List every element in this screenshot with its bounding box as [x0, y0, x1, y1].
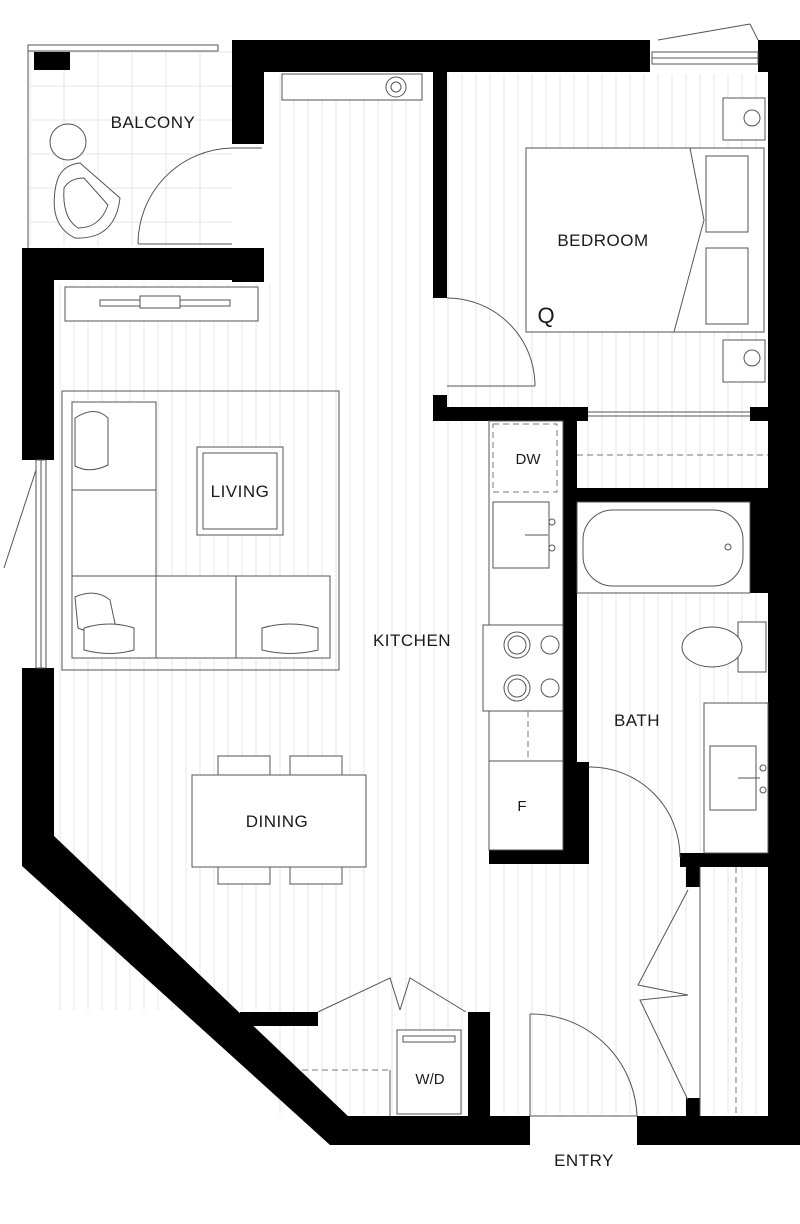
walls: [22, 40, 800, 1145]
window-left: [3, 459, 47, 669]
dining-table-icon: [191, 755, 367, 885]
balcony-chair-icon: [49, 123, 121, 239]
bedroom-label: BEDROOM: [557, 231, 648, 250]
vanity-icon: [703, 702, 769, 854]
planter: [281, 73, 423, 101]
tv-console: [64, 286, 259, 322]
pillow-icon: [74, 411, 109, 471]
living-area: [61, 390, 340, 671]
entry-closet: [637, 867, 737, 1116]
balcony-door-icon: [137, 147, 262, 245]
bed-size-label: Q: [537, 303, 554, 328]
kitchen-counter: [482, 420, 564, 851]
entry-door-icon: [529, 1013, 638, 1117]
bath-label: BATH: [614, 711, 660, 730]
toilet-icon: [681, 621, 767, 673]
kitchen-label: KITCHEN: [373, 631, 451, 650]
dishwasher-label: DW: [516, 451, 542, 468]
balcony-label: BALCONY: [111, 113, 196, 132]
pillow-icon: [261, 623, 319, 654]
bath-door-icon: [588, 766, 681, 858]
living-label: LIVING: [211, 482, 270, 501]
nightstand-icon: [722, 97, 766, 383]
window-top: [651, 23, 759, 65]
laundry-label: W/D: [415, 1071, 444, 1088]
washer-dryer-icon: [396, 1029, 462, 1115]
bed-icon: [525, 147, 765, 333]
bedroom-door-icon: [446, 297, 536, 387]
balcony-railing: [27, 44, 219, 52]
fridge-icon: [488, 760, 564, 851]
dining-label: DINING: [246, 812, 309, 831]
bathtub-icon: [576, 501, 751, 594]
bedroom-closet: [577, 411, 768, 456]
laundry-closet: [302, 977, 467, 1116]
pillow-icon: [83, 623, 135, 654]
fridge-label: F: [517, 798, 526, 815]
entry-label: ENTRY: [554, 1151, 614, 1170]
